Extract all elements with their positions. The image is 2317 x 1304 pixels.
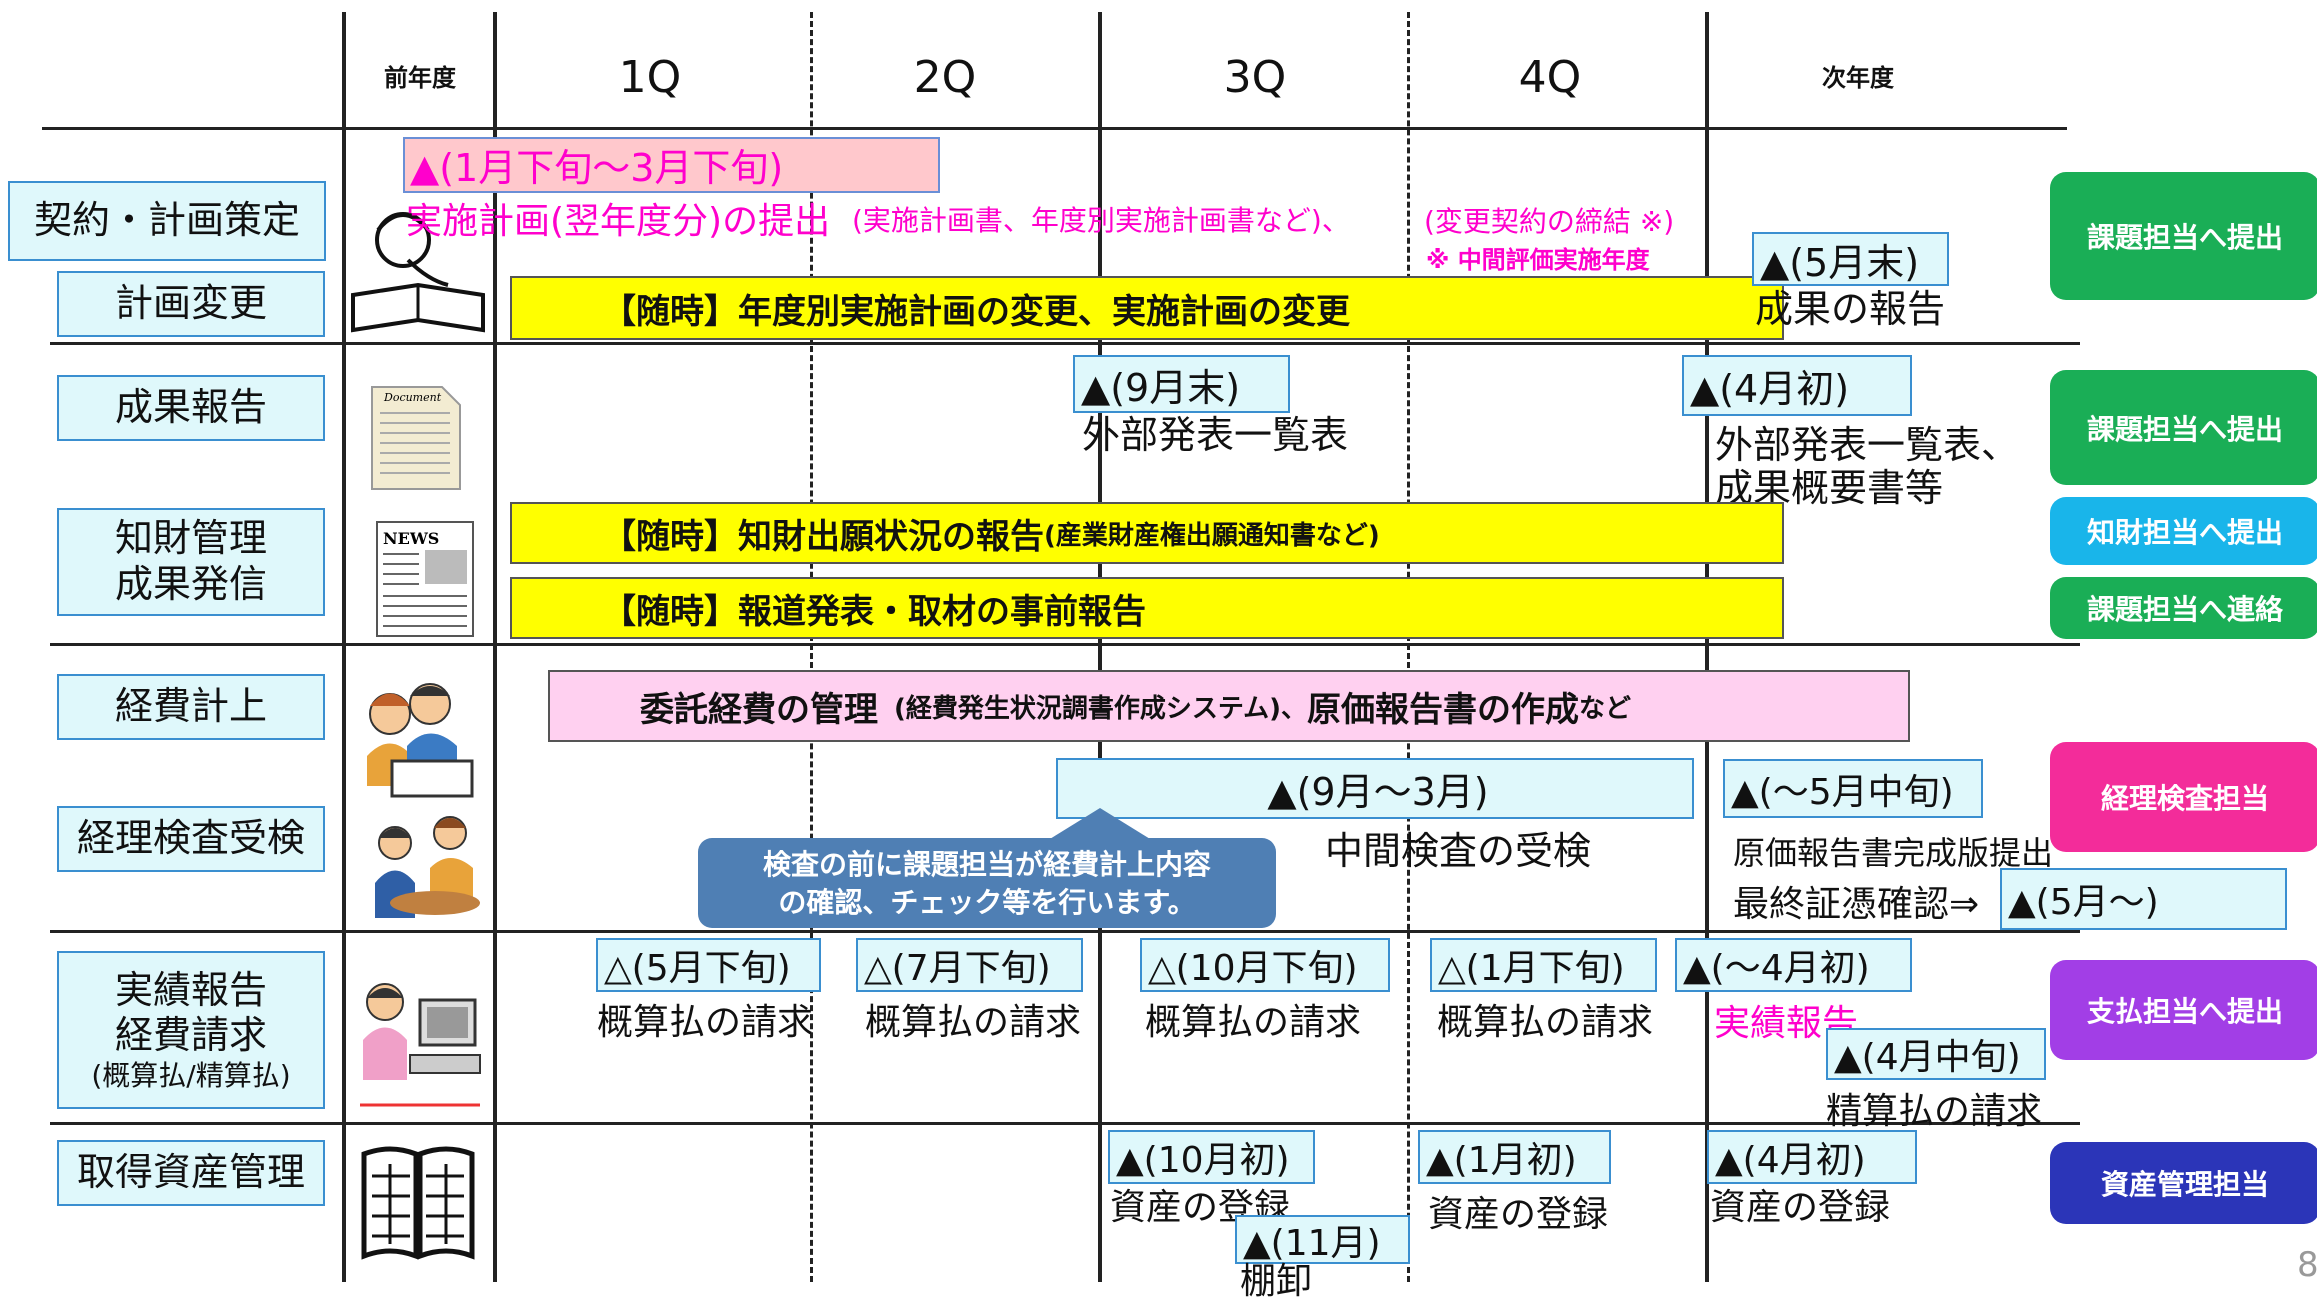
contract-submit-main: 実施計画(翌年度分)の提出	[406, 201, 831, 242]
open-book-icon	[361, 1146, 475, 1260]
late-may-box: △(5月下旬)	[596, 938, 821, 992]
contract-submit-sub: (実施計画書、年度別実施計画書など)、	[852, 204, 1350, 237]
pill-audit: 経理検査担当	[2050, 742, 2317, 852]
approx-claim-2: 概算払の請求	[865, 1002, 1082, 1043]
cat-ip-mgmt: 知財管理 成果発信	[57, 508, 325, 616]
may-onward-box: ▲(5月～)	[2000, 868, 2287, 930]
people-at-computer-icon	[367, 683, 474, 798]
external-list-2: 外部発表一覧表、	[1715, 423, 2020, 467]
svg-text:Document: Document	[383, 391, 442, 404]
asset-reg-3: 資産の登録	[1710, 1187, 1891, 1228]
cat-results-report: 成果報告	[57, 375, 325, 441]
svg-text:NEWS: NEWS	[383, 529, 439, 548]
newspaper-icon: NEWS	[376, 521, 474, 637]
interim-audit: 中間検査の受検	[1325, 829, 1592, 873]
col-divider-q1	[810, 12, 813, 1282]
approx-claim-4: 概算払の請求	[1437, 1002, 1654, 1043]
april-early-box: ▲(4月初)	[1682, 355, 1912, 416]
header-q1: 1Q	[618, 52, 682, 103]
page-number: 8	[2297, 1245, 2317, 1285]
final-claim: 精算払の請求	[1826, 1091, 2043, 1132]
mid-may-box: ▲(～5月中旬)	[1723, 759, 1983, 818]
row-divider-4	[50, 1122, 2080, 1125]
pill-payment: 支払担当へ提出	[2050, 960, 2317, 1060]
expense-bar: 委託経費の管理 (経費発生状況調書作成システム)、 原価報告書の作成 など	[548, 670, 1910, 742]
late-jan-box: △(1月下旬)	[1430, 938, 1657, 992]
ip-report-bar: 【随時】知財出願状況の報告 (産業財産権出願通知書など)	[510, 502, 1784, 564]
col-divider-year	[1705, 12, 1709, 1282]
col-divider-q3	[1407, 12, 1410, 1282]
oct-early-box: ▲(10月初)	[1108, 1130, 1315, 1184]
person-at-pc-icon	[360, 983, 481, 1107]
row-divider-2	[50, 643, 2080, 646]
row-divider-1	[50, 342, 2080, 345]
expense-bar-main: 委託経費の管理	[640, 689, 878, 730]
header-q2: 2Q	[913, 52, 977, 103]
contract-period-box	[403, 137, 940, 193]
cat-contract: 契約・計画策定	[8, 181, 326, 261]
pill-ip: 知財担当へ提出	[2050, 497, 2317, 565]
inventory: 棚卸	[1240, 1261, 1313, 1302]
asset-reg-2: 資産の登録	[1428, 1194, 1609, 1235]
mid-apr-box: ▲(4月中旬)	[1826, 1028, 2046, 1080]
interim-period: ▲(9月～3月)	[1267, 770, 1489, 814]
contract-change: (変更契約の締結 ※)	[1424, 205, 1675, 238]
header-rule	[42, 127, 2067, 130]
apr-early-box-3: ▲(4月初)	[1707, 1130, 1917, 1184]
cost-report: 原価報告書完成版提出	[1733, 834, 2054, 872]
meeting-icon	[375, 816, 480, 918]
col-divider-half	[1098, 12, 1102, 1282]
approx-claim-1: 概算払の請求	[597, 1002, 814, 1043]
row-divider-3	[50, 930, 2080, 933]
contract-note: ※ 中間評価実施年度	[1426, 246, 1650, 274]
header-q3: 3Q	[1223, 52, 1287, 103]
plan-change-bar: 【随時】年度別実施計画の変更、実施計画の変更	[510, 276, 1784, 340]
cat-performance: 実績報告 経費請求 (概算払/精算払)	[57, 951, 325, 1109]
expense-bar-sub: (経費発生状況調書作成システム)、	[894, 693, 1307, 724]
plan-change-bar-label: 【随時】年度別実施計画の変更、実施計画の変更	[602, 291, 1350, 332]
interim-period-box: ▲(9月～3月)	[1056, 758, 1694, 819]
ip-report-bar-main: 【随時】知財出願状況の報告	[602, 516, 1044, 557]
header-next-year: 次年度	[1822, 64, 1894, 92]
document-icon: Document	[371, 386, 461, 490]
cat-plan-change: 計画変更	[57, 271, 325, 337]
cat-assets: 取得資産管理	[57, 1140, 325, 1206]
cat-performance-label: 実績報告 経費請求	[114, 967, 267, 1058]
cat-expense: 経費計上	[57, 674, 325, 740]
pill-assets: 資産管理担当	[2050, 1142, 2317, 1224]
late-jul-box: △(7月下旬)	[856, 938, 1083, 992]
early-apr-box-2: ▲(～4月初)	[1675, 938, 1912, 992]
col-divider-label	[342, 12, 346, 1282]
may-end-box: ▲(5月末)	[1752, 232, 1949, 286]
cat-audit: 経理検査受検	[57, 806, 325, 872]
nov-box: ▲(11月)	[1235, 1215, 1410, 1264]
callout-pointer	[1045, 808, 1155, 842]
pill-contact: 課題担当へ連絡	[2050, 577, 2317, 639]
reading-person-icon	[351, 212, 485, 333]
cat-performance-sub: (概算払/精算払)	[91, 1058, 291, 1092]
contract-period: ▲(1月下旬～3月下旬)	[410, 146, 784, 190]
press-bar: 【随時】報道発表・取材の事前報告	[510, 577, 1784, 639]
sept-end-box: ▲(9月末)	[1073, 355, 1290, 413]
ip-report-bar-sub: (産業財産権出願通知書など)	[1044, 520, 1380, 551]
pill-submit-1: 課題担当へ提出	[2050, 172, 2317, 300]
header-q4: 4Q	[1518, 52, 1582, 103]
external-list: 外部発表一覧表	[1082, 413, 1349, 457]
late-oct-box: △(10月下旬)	[1140, 938, 1390, 992]
final-check: 最終証憑確認⇒	[1733, 884, 1980, 925]
press-bar-label: 【随時】報道発表・取材の事前報告	[602, 591, 1146, 632]
col-divider-prev	[493, 12, 497, 1282]
pill-submit-2: 課題担当へ提出	[2050, 370, 2317, 485]
expense-bar-end: など	[1579, 693, 1632, 724]
header-prev-year: 前年度	[384, 64, 456, 92]
callout-box: 検査の前に課題担当が経費計上内容 の確認、チェック等を行います。	[698, 838, 1276, 928]
expense-bar-main2: 原価報告書の作成	[1307, 689, 1579, 730]
jan-early-box: ▲(1月初)	[1418, 1130, 1611, 1184]
approx-claim-3: 概算払の請求	[1145, 1002, 1362, 1043]
results-reporting: 成果の報告	[1755, 287, 1946, 331]
